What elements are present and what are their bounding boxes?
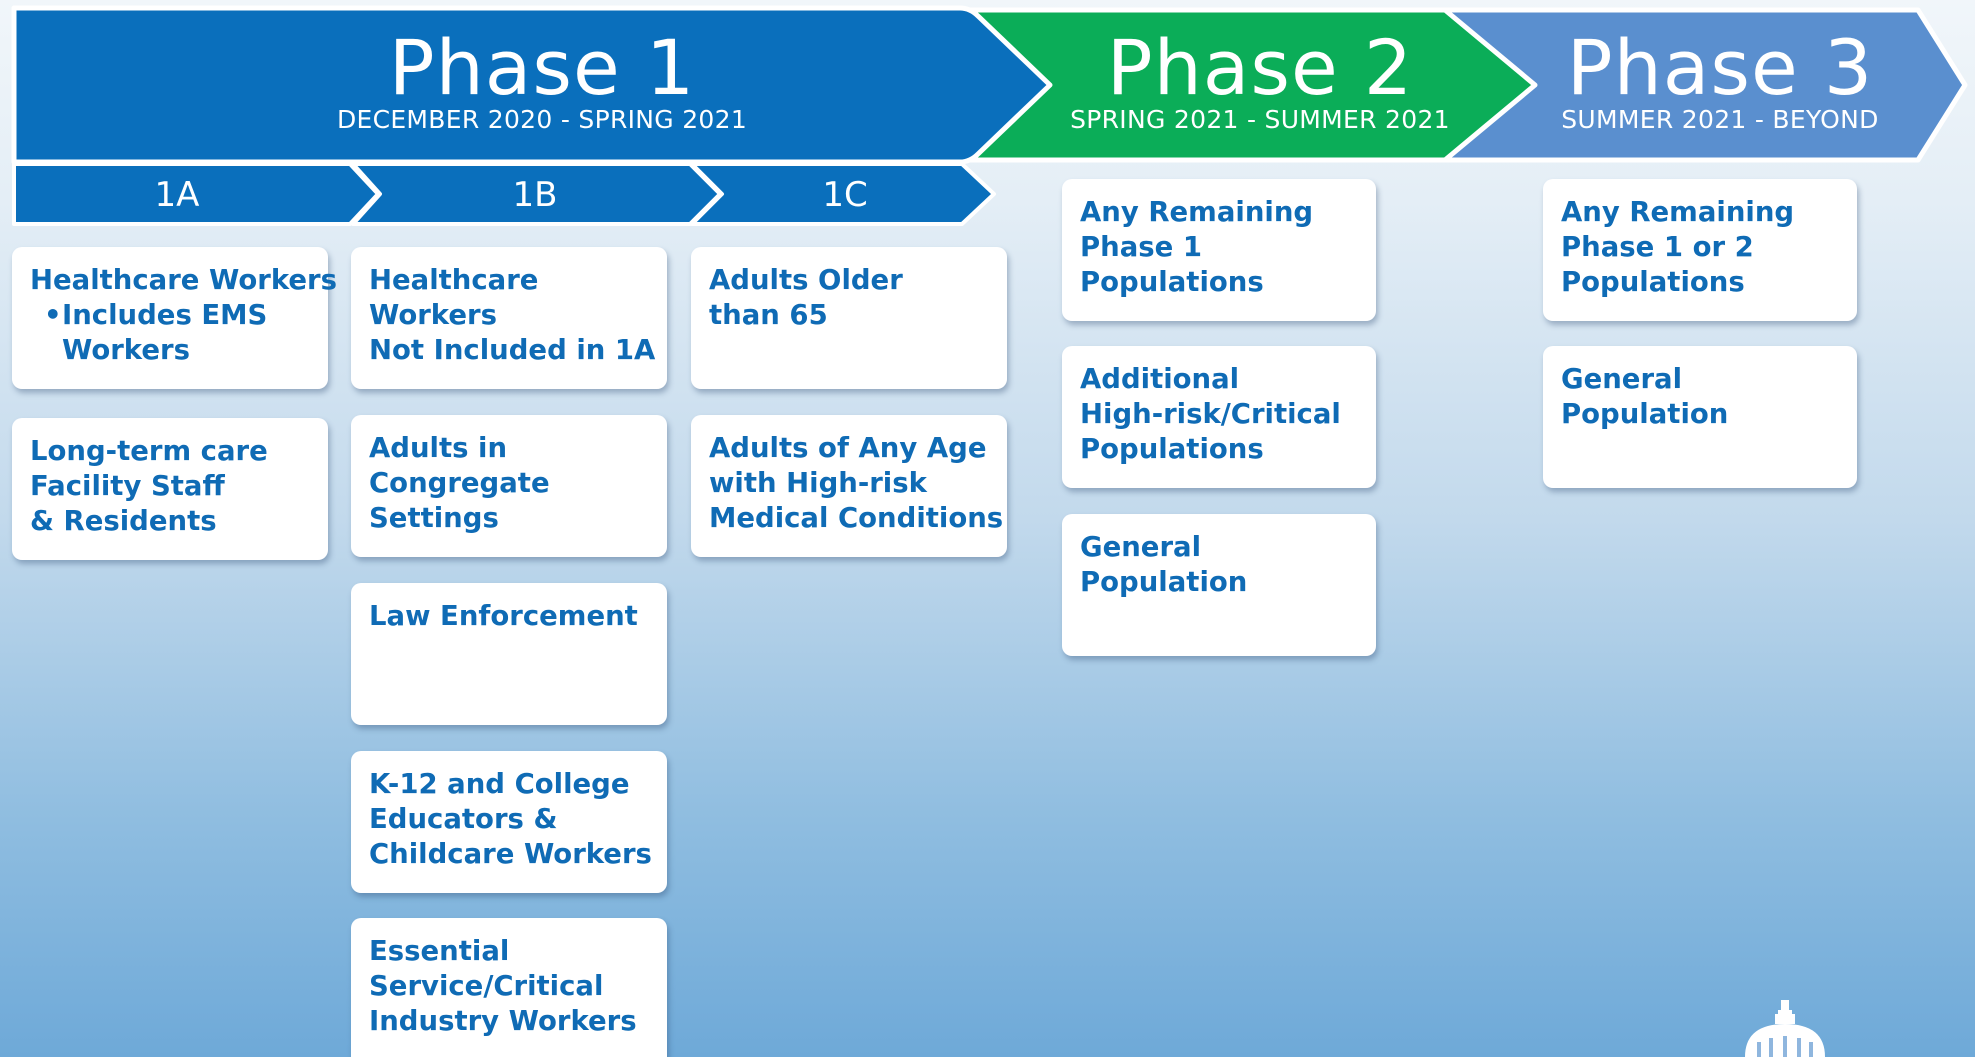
phase-2-title: Phase 2 [1106, 23, 1414, 112]
card-high-risk-conditions: Adults of Any Age with High-risk Medical… [691, 415, 1007, 557]
card-line: General [1561, 363, 1682, 395]
card-adults-older-65: Adults Older than 65 [691, 247, 1007, 389]
card-congregate-settings: Adults in Congregate Settings [351, 415, 667, 557]
card-line: Law Enforcement [369, 600, 638, 632]
card-bullet-text: Includes EMS [62, 299, 268, 331]
subphase-1a-label: 1A [154, 175, 200, 215]
card-line: Population [1080, 566, 1248, 598]
card-line: Educators & [369, 803, 558, 835]
card-line: & Residents [30, 505, 217, 537]
card-line: Phase 1 [1080, 231, 1203, 263]
card-line: Service/Critical [369, 970, 604, 1002]
card-general-population-p3: General Population [1543, 346, 1857, 488]
card-line: Workers [62, 334, 190, 366]
card-healthcare-workers: Healthcare Workers •Includes EMS Workers [12, 247, 337, 389]
capitol-dome-icon [1745, 1000, 1825, 1057]
phase-3-dates: SUMMER 2021 - BEYOND [1561, 105, 1879, 134]
card-line: Healthcare Workers [30, 264, 337, 296]
phase-2-dates: SPRING 2021 - SUMMER 2021 [1070, 105, 1450, 134]
card-essential-workers: Essential Service/Critical Industry Work… [351, 918, 667, 1057]
card-general-population-p2: General Population [1062, 514, 1376, 656]
phase-3-title: Phase 3 [1566, 23, 1874, 112]
card-line: Populations [1080, 433, 1264, 465]
phase-1-arrow [11, 5, 1053, 165]
card-line: Additional [1080, 363, 1240, 395]
card-line: with High-risk [709, 467, 927, 499]
card-line: K-12 and College [369, 768, 630, 800]
card-line: Workers [369, 299, 497, 331]
card-healthcare-not-1a: Healthcare Workers Not Included in 1A [351, 247, 667, 389]
phase-1-title: Phase 1 [388, 23, 696, 112]
card-line: Not Included in 1A [369, 334, 656, 366]
card-line: Facility Staff [30, 470, 225, 502]
card-law-enforcement: Law Enforcement [351, 583, 667, 725]
card-line: Childcare Workers [369, 838, 652, 870]
card-line: Congregate [369, 467, 550, 499]
card-line: Long-term care [30, 435, 268, 467]
card-line: Adults of Any Age [709, 432, 987, 464]
card-line: Adults Older [709, 264, 903, 296]
card-line: Populations [1561, 266, 1745, 298]
card-remaining-phase1-2: Any Remaining Phase 1 or 2 Populations [1543, 179, 1857, 321]
card-line: Settings [369, 502, 499, 534]
card-remaining-phase1: Any Remaining Phase 1 Populations [1062, 179, 1376, 321]
card-line: Any Remaining [1561, 196, 1795, 228]
card-line: Adults in [369, 432, 508, 464]
card-line: than 65 [709, 299, 828, 331]
card-bullet: •Includes EMS [44, 299, 268, 331]
card-line: Essential [369, 935, 510, 967]
phase-1-dates: DECEMBER 2020 - SPRING 2021 [336, 105, 748, 134]
card-line: High-risk/Critical [1080, 398, 1341, 430]
subphase-1c-label: 1C [822, 175, 868, 215]
card-line: Populations [1080, 266, 1264, 298]
card-line: Population [1561, 398, 1729, 430]
card-line: Industry Workers [369, 1005, 637, 1037]
card-line: General [1080, 531, 1201, 563]
card-educators-childcare: K-12 and College Educators & Childcare W… [351, 751, 667, 893]
subphase-1c-arrow [690, 162, 996, 226]
card-line: Any Remaining [1080, 196, 1314, 228]
card-line: Medical Conditions [709, 502, 1004, 534]
subphase-1b-label: 1B [512, 175, 558, 215]
card-line: Healthcare [369, 264, 539, 296]
phase-arrows [11, 5, 1968, 226]
card-line: Phase 1 or 2 [1561, 231, 1754, 263]
card-additional-high-risk: Additional High-risk/Critical Population… [1062, 346, 1376, 488]
card-long-term-care: Long-term care Facility Staff & Resident… [12, 418, 328, 560]
